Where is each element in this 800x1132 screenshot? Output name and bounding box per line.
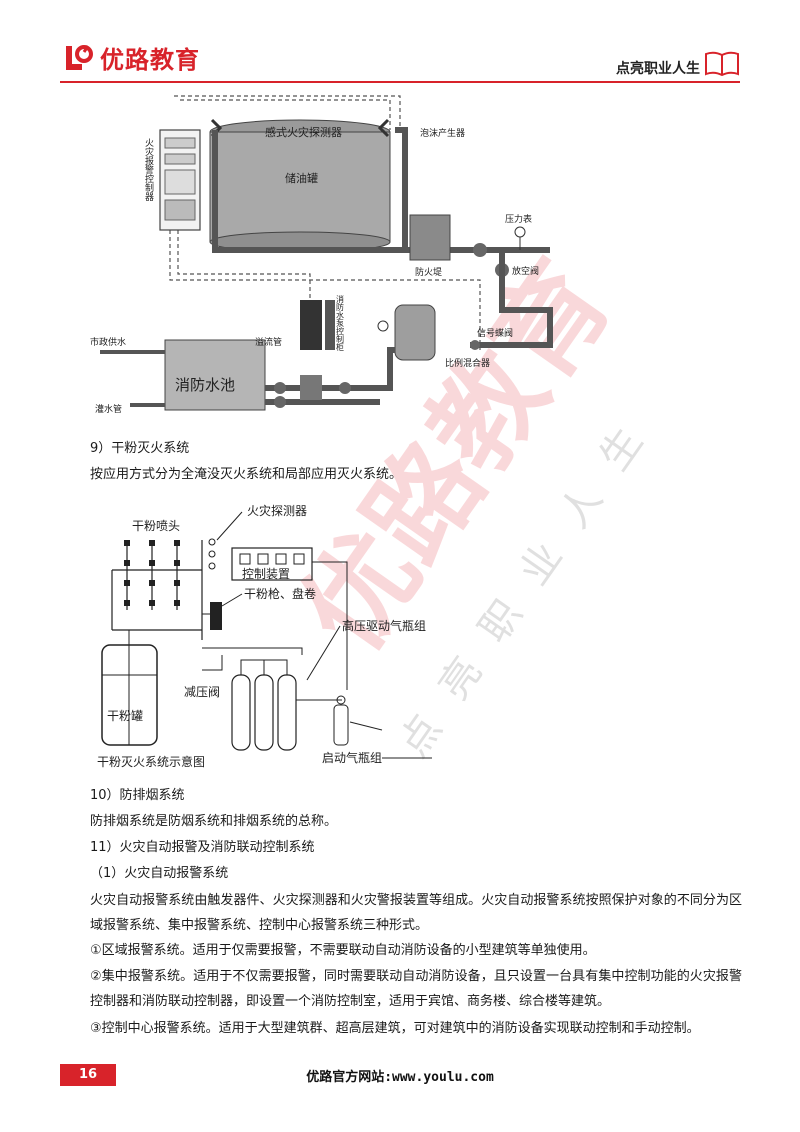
section-9-title: 9）干粉灭火系统 — [90, 441, 190, 456]
open-book-icon — [705, 51, 739, 76]
hp-bottles-label: 高压驱动气瓶组 — [342, 618, 426, 633]
nozzle-label: 干粉喷头 — [132, 519, 180, 533]
powder-tank-label: 干粉罐 — [107, 709, 143, 723]
reducer-label: 减压阀 — [184, 685, 220, 699]
section-11-para-3: ②集中报警系统。适用于不仅需要报警，同时需要联动自动消防设备，且只设置一台具有集… — [90, 969, 742, 1009]
pump-ctrl-label: 消防水泵控制柜 — [336, 294, 345, 352]
header-divider — [60, 81, 740, 83]
gun-label: 干粉枪、盘卷 — [244, 586, 316, 601]
page-header: 优路教育 点亮职业人生 — [0, 0, 800, 90]
pool-label: 消防水池 — [175, 376, 235, 394]
youlu-logo-icon — [66, 44, 93, 70]
signal-valve-label: 信号蝶阀 — [477, 327, 513, 339]
section-11-title: 11）火灾自动报警及消防联动控制系统 — [90, 840, 315, 855]
foam-label: 泡沫产生器 — [420, 127, 465, 139]
caption-label: 干粉灭火系统示意图 — [97, 754, 205, 769]
page-footer: 16 优路官方网站:www.youlu.com — [0, 1058, 800, 1098]
section-11-para-1: 火灾自动报警系统由触发器件、火灾探测器和火灾警报装置等组成。火灾自动报警系统按照… — [90, 893, 742, 933]
section-11-para-4: ③控制中心报警系统。适用于大型建筑群、超高层建筑，可对建筑中的消防设备实现联动控… — [90, 1021, 700, 1036]
tank-label: 储油罐 — [285, 171, 318, 185]
brand-name: 优路教育 — [100, 46, 200, 74]
section-9-body: 按应用方式分为全淹没灭火系统和局部应用灭火系统。 — [90, 467, 403, 482]
fill-label: 灌水管 — [95, 403, 122, 415]
detector-label: 感式火灾探测器 — [265, 125, 342, 139]
controller-label: 火灾报警控制器 — [143, 138, 154, 201]
foam-system-diagram: 火灾报警控制器 感式火灾探测器 储油罐 泡沫产生器 防火堤 压力表 放空阀 消防… — [90, 95, 553, 415]
control-label: 控制装置 — [242, 567, 290, 581]
drain-label: 放空阀 — [512, 265, 539, 277]
city-water-label: 市政供水 — [90, 336, 126, 348]
header-slogan: 点亮职业人生 — [616, 61, 700, 77]
mixer-label: 比例混合器 — [445, 357, 490, 369]
brand-logo: 优路教育 — [62, 40, 200, 75]
official-site[interactable]: 优路官方网站:www.youlu.com — [306, 1070, 494, 1085]
detector2-label: 火灾探测器 — [247, 503, 307, 518]
section-10-title: 10）防排烟系统 — [90, 788, 185, 803]
firedike-label: 防火堤 — [415, 266, 442, 278]
dry-powder-diagram: 干粉喷头 火灾探测器 控制装置 干粉枪、盘卷 高压驱动气瓶组 减压阀 干粉罐 干… — [97, 503, 432, 769]
starter-label: 启动气瓶组 — [322, 750, 382, 765]
overflow-label: 溢流管 — [255, 336, 282, 348]
section-11-para-2: ①区域报警系统。适用于仅需要报警，不需要联动自动消防设备的小型建筑等单独使用。 — [90, 943, 596, 958]
section-10-body: 防排烟系统是防烟系统和排烟系统的总称。 — [90, 814, 338, 829]
page-number: 16 — [60, 1064, 116, 1086]
pressure-label: 压力表 — [505, 213, 532, 225]
section-11-subtitle: （1）火灾自动报警系统 — [90, 866, 229, 881]
